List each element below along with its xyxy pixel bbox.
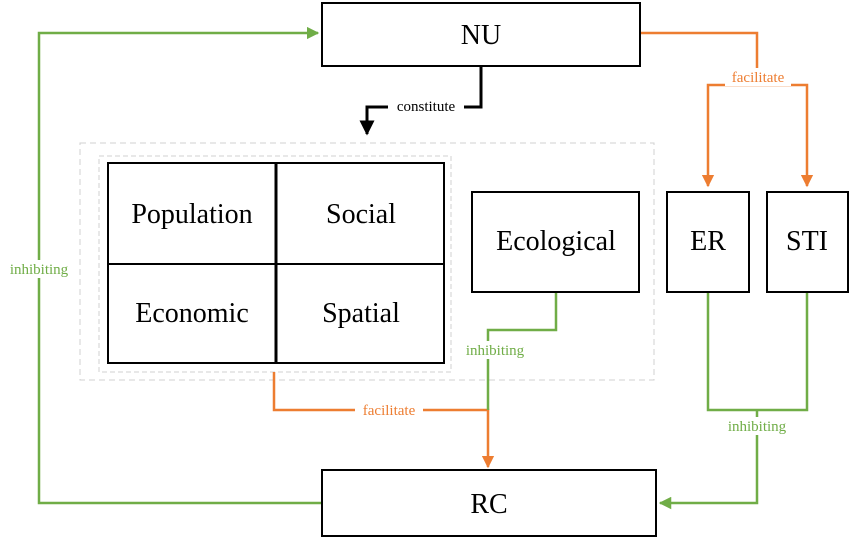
edge-facilitate-to-sti <box>757 83 814 188</box>
node-nu: NU <box>321 2 641 67</box>
node-er-label: ER <box>690 226 726 257</box>
label-inhibiting-left: inhibiting <box>10 262 69 278</box>
edge-nu-er-sti-facilitate <box>640 31 759 85</box>
edge-facilitate-to-er <box>701 83 757 188</box>
node-er: ER <box>666 191 750 293</box>
node-rc: RC <box>321 469 657 537</box>
label-inhibiting-right: inhibiting <box>728 419 787 435</box>
label-inhibiting-ecological: inhibiting <box>466 343 525 359</box>
edge-er-sti-rc-inhibiting <box>658 410 759 510</box>
node-ecological-label: Ecological <box>496 226 616 257</box>
urbanization-grid: Population Social Economic Spatial <box>107 162 445 364</box>
edge-ecological-rc-inhibiting <box>486 292 558 410</box>
node-spatial: Spatial <box>322 298 400 329</box>
node-ecological: Ecological <box>471 191 640 293</box>
label-facilitate-bottom: facilitate <box>363 403 416 419</box>
node-nu-label: NU <box>461 20 501 51</box>
edge-er-sti-join <box>706 292 809 412</box>
node-social: Social <box>326 199 396 230</box>
node-sti: STI <box>766 191 849 293</box>
dimensions-dashed-group <box>79 142 655 381</box>
node-population: Population <box>131 199 252 230</box>
label-facilitate-top: facilitate <box>732 70 785 86</box>
node-sti-label: STI <box>786 226 828 257</box>
edge-grid-rc-facilitate <box>272 372 495 469</box>
node-economic: Economic <box>135 298 249 329</box>
label-constitute: constitute <box>397 99 456 115</box>
node-rc-label: RC <box>470 489 507 520</box>
